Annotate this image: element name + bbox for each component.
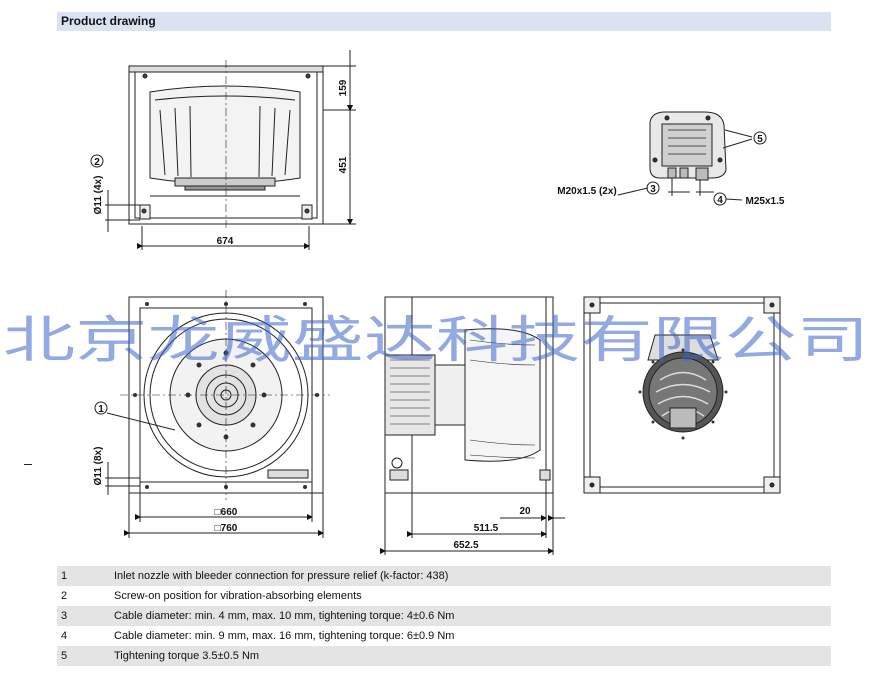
terminal-box-detail (617, 111, 767, 206)
dim-451: 451 (338, 156, 349, 173)
product-drawing: 674 159 451 Ø11 (4x) 2 M20x1.5 (2x) M25x… (3, 50, 869, 555)
dim-660: □660 (215, 507, 238, 518)
legend-num: 3 (57, 606, 110, 626)
dim-760: □760 (215, 523, 238, 534)
legend-row: 1 Inlet nozzle with bleeder connection f… (57, 566, 831, 586)
legend-text: Tightening torque 3.5±0.5 Nm (110, 646, 831, 666)
legend-row: 4 Cable diameter: min. 9 mm, max. 16 mm,… (57, 626, 831, 646)
section-title: Product drawing (61, 14, 156, 28)
legend-num: 2 (57, 586, 110, 606)
hole-label-8x: Ø11 (8x) (93, 447, 104, 486)
bottom-rear-view (583, 296, 781, 494)
watermark-text: 北京龙威盛达科技有限公司 (3, 311, 869, 369)
bottom-front-view (94, 290, 330, 538)
dim-674: 674 (217, 236, 234, 247)
bottom-side-view (380, 296, 565, 555)
legend-num: 4 (57, 626, 110, 646)
legend-row: 2 Screw-on position for vibration-absorb… (57, 586, 831, 606)
dim-652-5: 652.5 (453, 540, 478, 551)
dim-20: 20 (519, 506, 531, 517)
m20-label: M20x1.5 (2x) (557, 186, 616, 197)
legend-table: 1 Inlet nozzle with bleeder connection f… (57, 566, 831, 666)
callout-2: 2 (94, 157, 100, 168)
top-front-view (90, 50, 356, 250)
callout-3: 3 (650, 184, 656, 195)
legend-text: Inlet nozzle with bleeder connection for… (110, 566, 831, 586)
callout-4: 4 (717, 195, 723, 206)
legend-row: 5 Tightening torque 3.5±0.5 Nm (57, 646, 831, 666)
callout-1: 1 (98, 404, 104, 415)
legend-num: 1 (57, 566, 110, 586)
dim-159: 159 (338, 79, 349, 96)
margin-mark (24, 464, 32, 465)
legend-num: 5 (57, 646, 110, 666)
legend-text: Cable diameter: min. 4 mm, max. 10 mm, t… (110, 606, 831, 626)
m25-label: M25x1.5 (746, 196, 785, 207)
hole-label-4x: Ø11 (4x) (93, 176, 104, 215)
legend-text: Cable diameter: min. 9 mm, max. 16 mm, t… (110, 626, 831, 646)
legend-row: 3 Cable diameter: min. 4 mm, max. 10 mm,… (57, 606, 831, 626)
callout-5: 5 (757, 134, 763, 145)
section-header: Product drawing (57, 12, 831, 31)
legend-text: Screw-on position for vibration-absorbin… (110, 586, 831, 606)
dim-511-5: 511.5 (474, 523, 499, 534)
